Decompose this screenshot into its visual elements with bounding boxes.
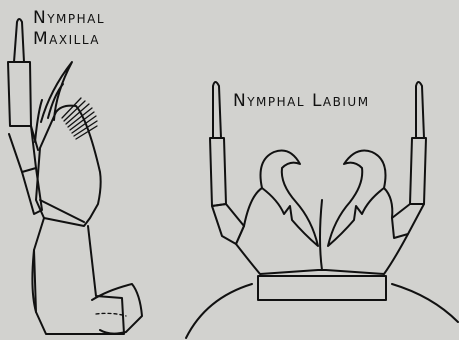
labium-left-glossa [261, 151, 319, 247]
maxilla-basal-lobe [92, 284, 142, 334]
labium-left-palp-segment [210, 138, 226, 206]
maxilla-cardo [34, 218, 124, 334]
maxilla-palp-segment-2 [8, 62, 31, 126]
labium-left-palp-tip [213, 82, 221, 138]
labium-basal-plate [258, 276, 386, 300]
labium-midline [320, 200, 322, 270]
maxilla-bristles [62, 98, 97, 139]
labium-prementum [244, 188, 262, 226]
labium-right-palp-tip [416, 82, 424, 138]
maxilla-palp-tip [14, 19, 24, 62]
labium-right-palp-base [392, 204, 424, 238]
labium-right-glossa [328, 151, 386, 247]
maxilla-palp-segment-3 [9, 126, 36, 172]
maxilla-drawing [8, 19, 142, 334]
labium-right-palp-segment [410, 138, 426, 204]
maxilla-stipes [36, 106, 101, 226]
labium-drawing [186, 82, 458, 338]
head-capsule-outline [186, 284, 252, 338]
